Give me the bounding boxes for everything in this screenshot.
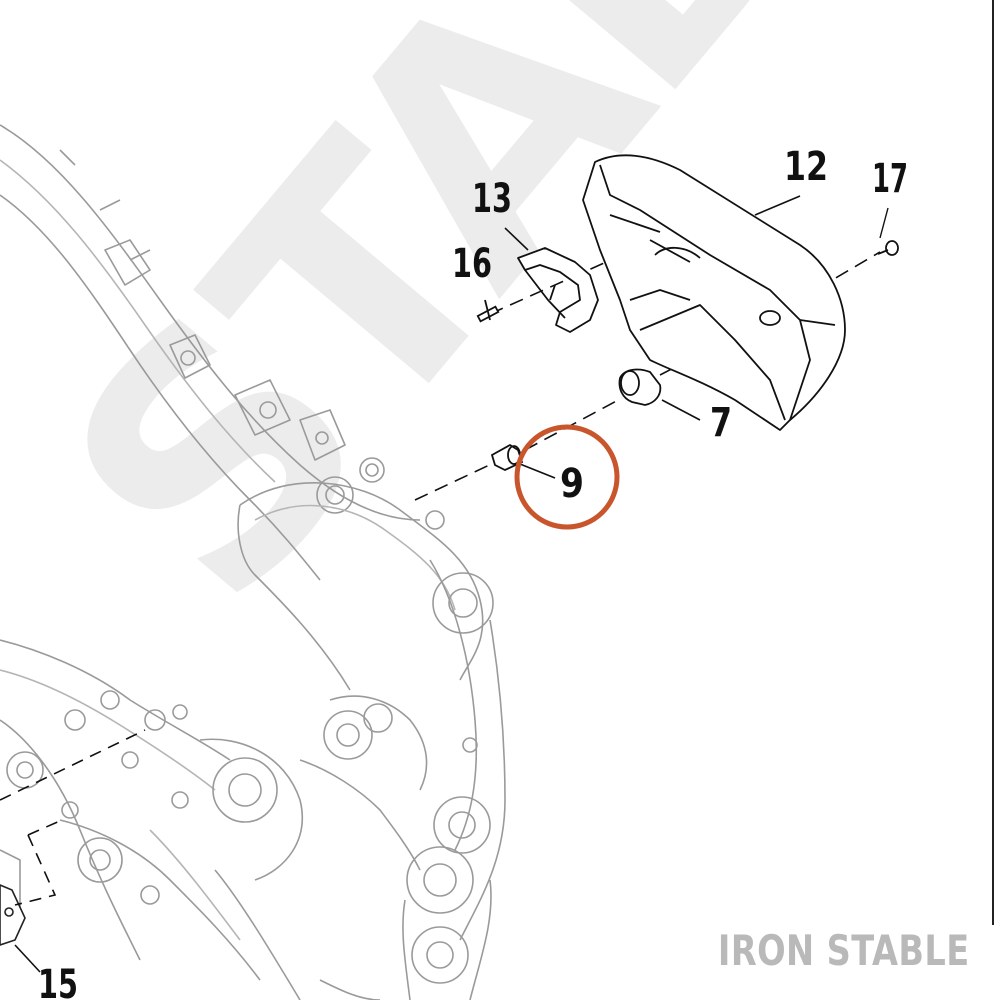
brand-logo-text: IRON STABLE — [718, 926, 970, 975]
part-17-screw — [877, 207, 899, 256]
callout-16: 16 — [452, 241, 492, 287]
watermark: STABLE — [0, 0, 1000, 670]
callout-13: 13 — [472, 176, 512, 222]
callouts: 12 13 16 17 7 9 15 — [38, 144, 908, 1000]
highlight-circle — [514, 424, 620, 530]
part-13-bracket — [504, 227, 599, 333]
part-16-screw — [476, 299, 500, 323]
frame-drawing — [0, 124, 506, 1000]
part-12-cover — [582, 154, 846, 431]
part-7-grommet — [618, 368, 701, 421]
watermark-text: STABLE — [0, 0, 1000, 670]
part-15 — [0, 884, 41, 973]
assembly-lines-lower — [0, 729, 146, 906]
callout-12: 12 — [784, 144, 828, 190]
callout-15: 15 — [38, 962, 78, 1000]
callout-9: 9 — [560, 461, 584, 507]
callout-7: 7 — [710, 400, 732, 446]
callout-17: 17 — [872, 156, 908, 202]
